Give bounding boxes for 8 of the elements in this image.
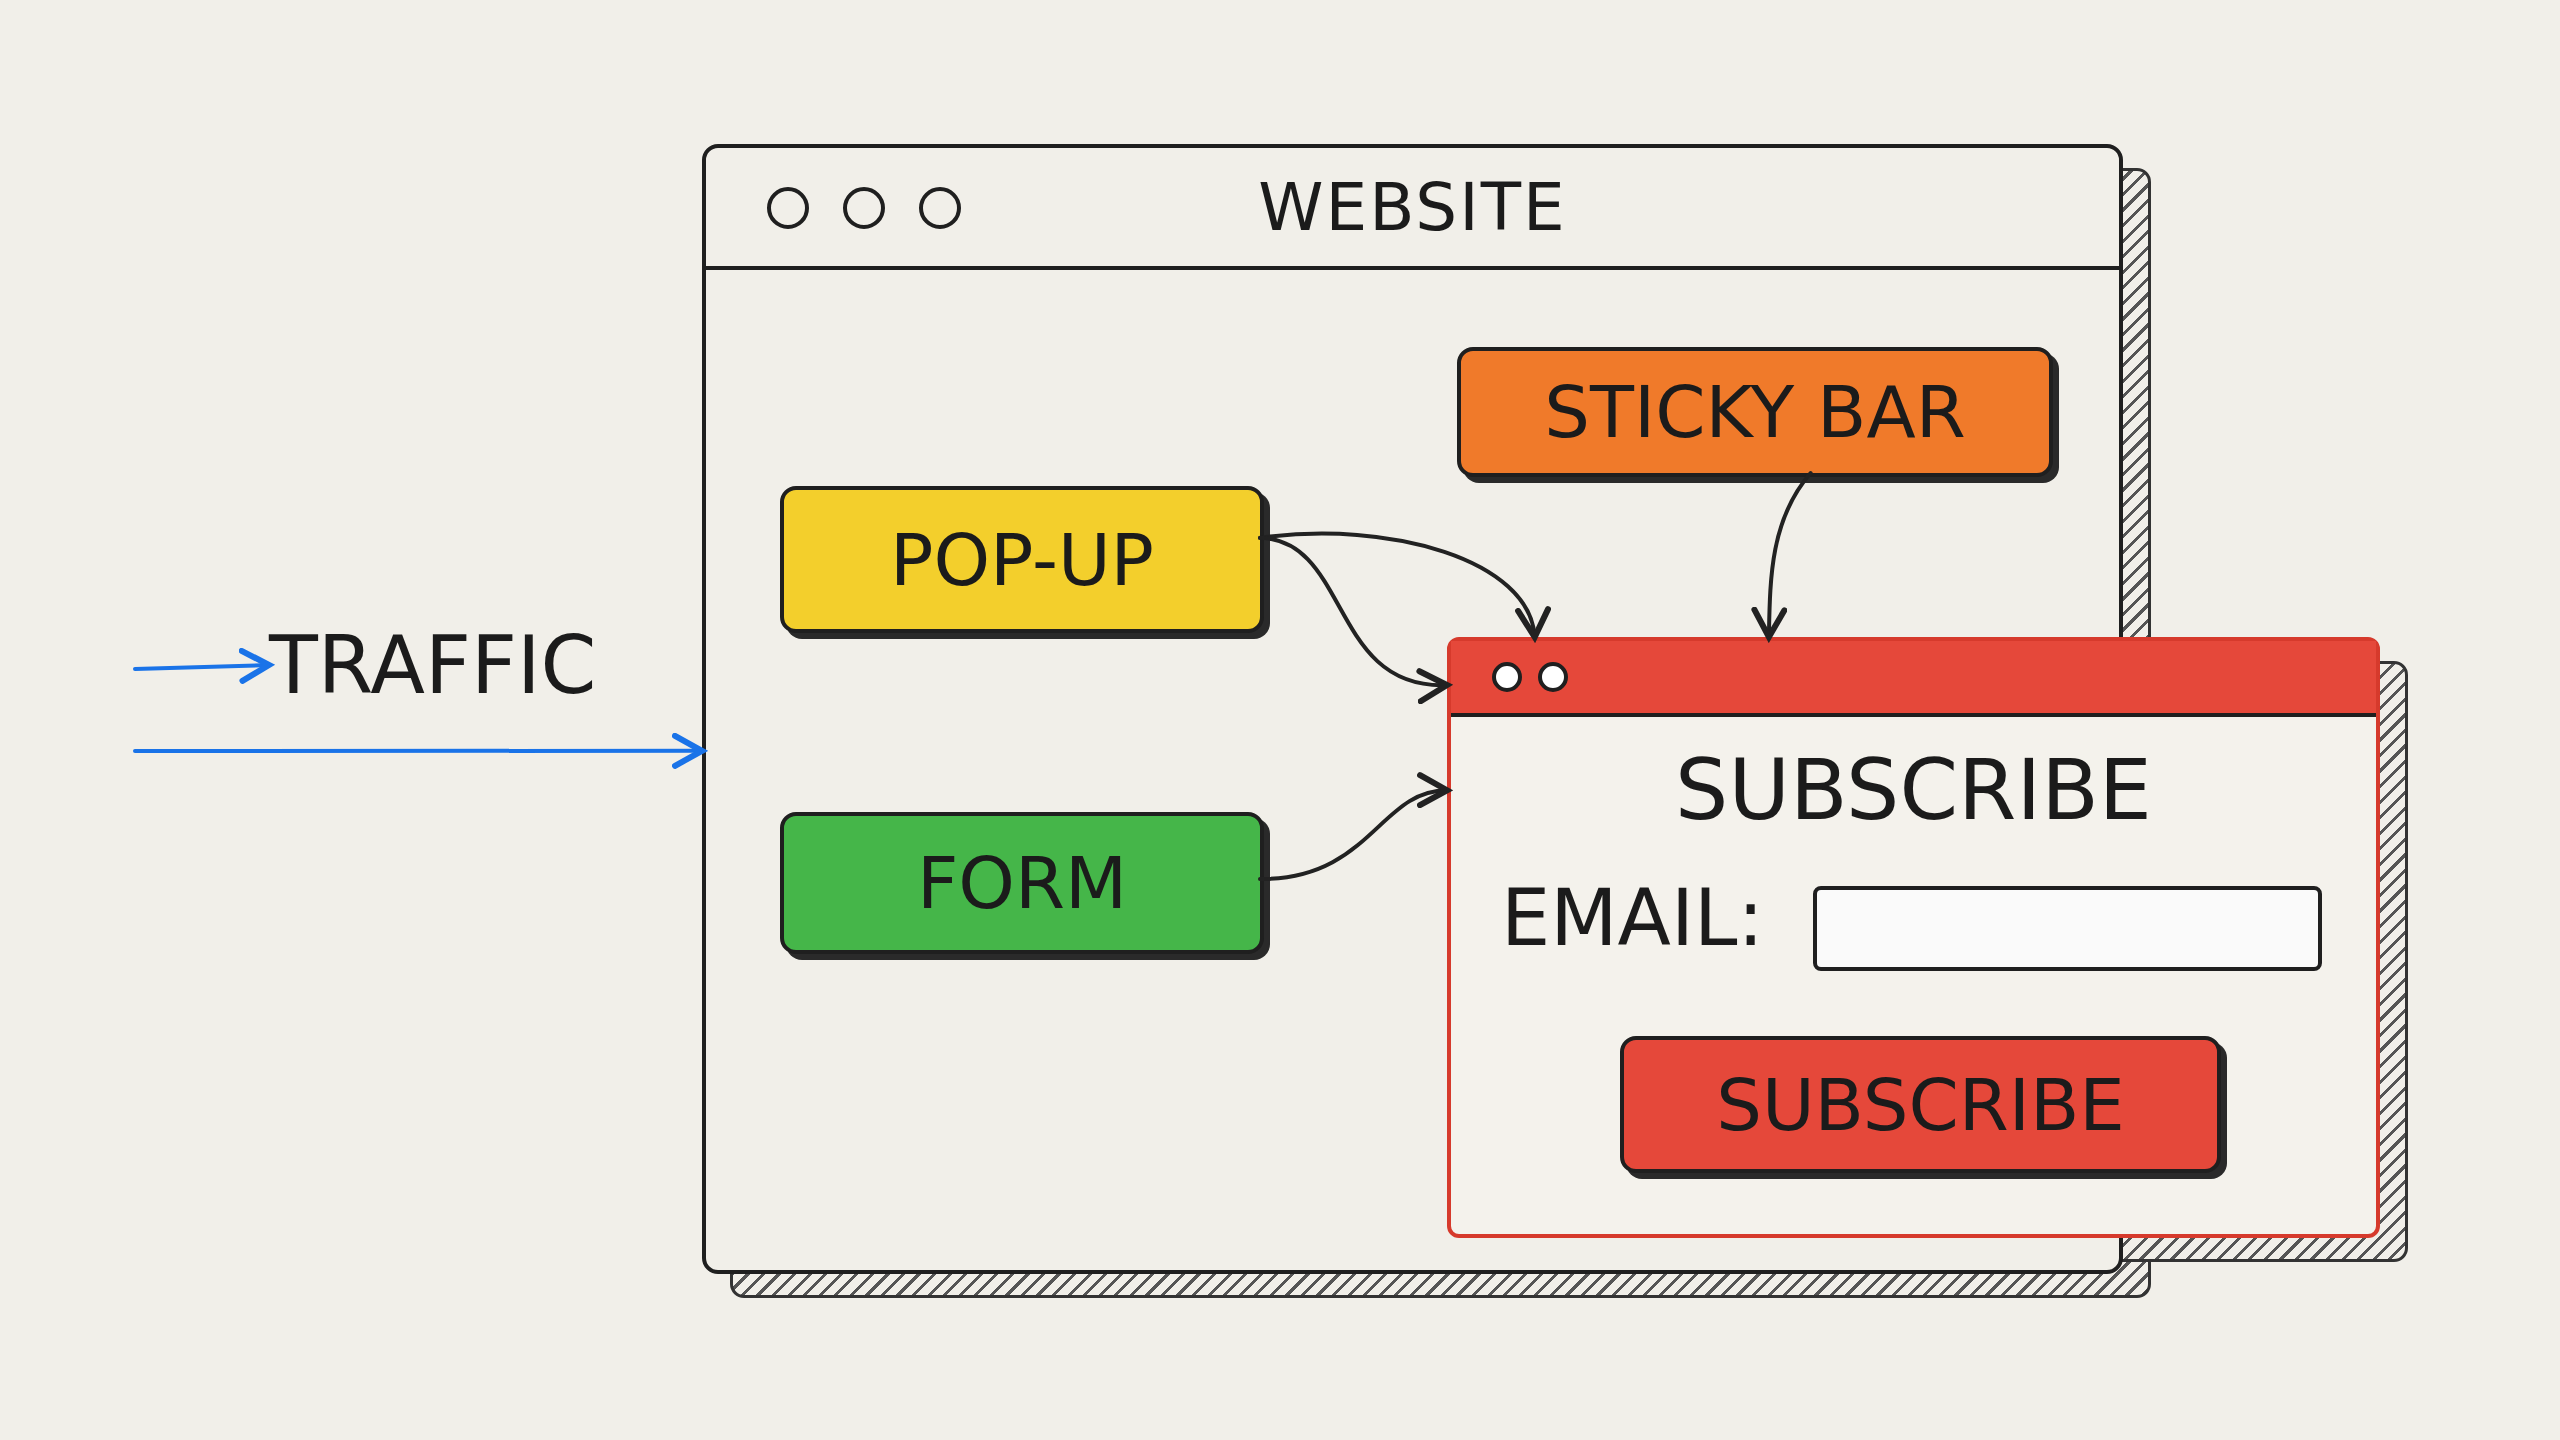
traffic-text: TRAFFIC <box>269 620 609 710</box>
subscribe-window <box>1447 637 2380 1238</box>
arrow <box>1258 775 1450 881</box>
arrow <box>133 647 272 684</box>
window-title: WEBSITE <box>1258 168 1567 246</box>
field-label: EMAIL: <box>1501 873 1764 963</box>
arrow <box>133 732 705 769</box>
form-heading: SUBSCRIBE <box>1674 741 2153 839</box>
